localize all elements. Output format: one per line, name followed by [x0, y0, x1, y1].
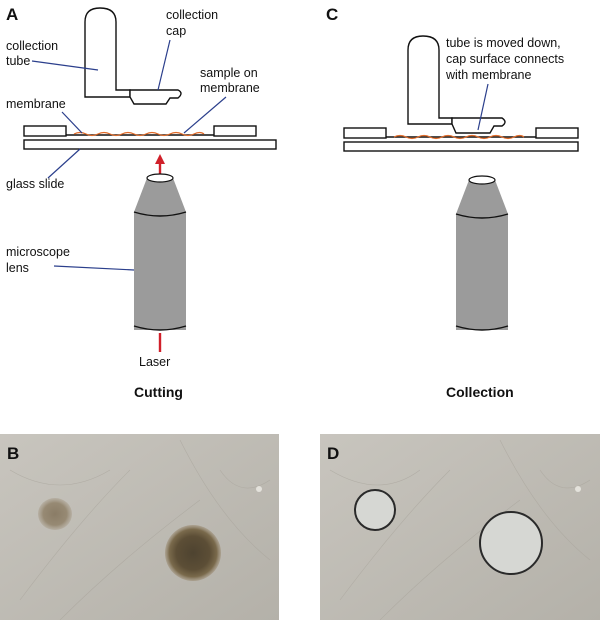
panel-b: B	[0, 434, 279, 620]
membrane-frame-right	[213, 125, 257, 137]
photo-d-speck	[575, 486, 581, 492]
collection-tube	[84, 7, 131, 98]
label-membrane: membrane	[6, 97, 66, 111]
panel-a-letter: A	[6, 5, 18, 24]
leader-collection-cap	[157, 39, 171, 91]
caption-cutting: Cutting	[134, 384, 183, 400]
panel-d: D	[320, 434, 600, 620]
microscope-lens-c	[455, 175, 509, 331]
leader-membrane	[61, 111, 83, 134]
glass-slide-c	[343, 141, 579, 152]
leader-glass-slide	[47, 148, 81, 179]
label-sample-on-membrane: sample on membrane	[200, 66, 261, 95]
microscope-lens	[133, 173, 187, 331]
tissue-spot-small	[38, 498, 72, 530]
label-laser: Laser	[139, 355, 170, 369]
leader-sample	[183, 96, 227, 134]
caption-collection: Collection	[446, 384, 514, 400]
photo-b-background	[0, 434, 279, 620]
sample-tissue	[73, 131, 205, 137]
laser-arrowhead	[155, 154, 165, 164]
membrane-frame-left	[23, 125, 67, 137]
collection-tube-lowered	[407, 35, 453, 125]
photo-b-texture	[9, 439, 271, 620]
leader-collection-tube	[31, 60, 99, 71]
panel-b-letter: B	[7, 444, 19, 463]
panel-a: A collection tube collection cap	[6, 5, 277, 400]
photo-b-speck	[256, 486, 262, 492]
photo-d-texture	[329, 439, 591, 620]
photo-d-background	[320, 434, 600, 620]
label-collection-tube: collection tube	[6, 39, 62, 68]
panel-c-letter: C	[326, 5, 338, 24]
membrane-frame-left-c	[343, 127, 387, 139]
cut-hole-large	[479, 511, 543, 575]
sample-tissue-c	[393, 134, 525, 140]
label-glass-slide: glass slide	[6, 177, 64, 191]
panel-c: C tube is moved down, cap surface connec…	[326, 5, 579, 400]
label-collection-cap: collection cap	[166, 8, 222, 38]
cut-hole-small	[354, 489, 396, 531]
membrane-frame-right-c	[535, 127, 579, 139]
leader-tube-moved	[477, 83, 489, 131]
panel-d-letter: D	[327, 444, 339, 463]
label-tube-moved: tube is moved down, cap surface connects…	[445, 36, 568, 82]
leader-microscope-lens	[53, 265, 135, 271]
glass-slide	[23, 139, 277, 150]
tissue-spot-large	[165, 525, 221, 581]
collection-cap	[129, 89, 182, 105]
label-microscope-lens: microscope lens	[6, 245, 73, 275]
